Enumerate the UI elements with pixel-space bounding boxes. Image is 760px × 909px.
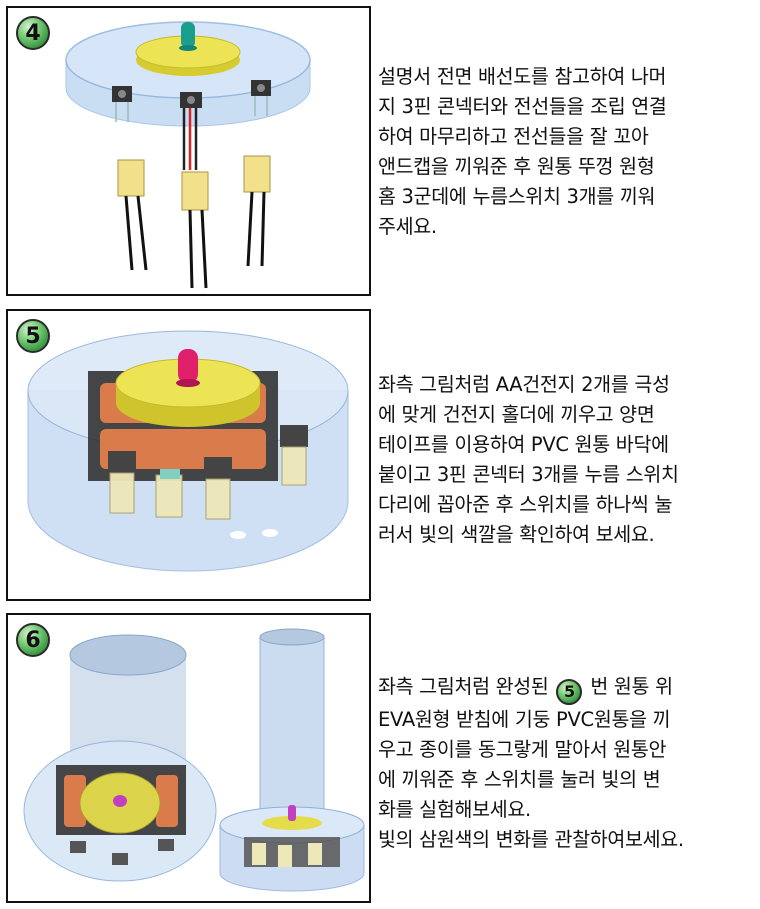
step-6-text-before: 좌측 그림처럼 완성된: [378, 675, 555, 698]
step-6-illustration-panel: 6: [6, 613, 371, 903]
step-6-badge: 6: [16, 623, 50, 657]
step-4-illustration: [65, 21, 311, 289]
step-5-illustration-panel: 5: [6, 309, 371, 601]
step-6-illustration: [23, 628, 365, 892]
step-5-badge: 5: [16, 319, 50, 353]
step-5-illustration: [27, 330, 349, 572]
step-4-description: 설명서 전면 배선도를 참고하여 나머 지 3핀 콘넥터와 전선들을 조립 연결…: [378, 65, 667, 238]
step-6-text-after: 번 원통 위 EVA원형 받침에 기둥 PVC원통을 끼 우고 종이를 동그랗게…: [378, 675, 684, 851]
step-5-reference-badge: 5: [556, 679, 583, 705]
step-5-description: 좌측 그림처럼 AA건전지 2개를 극성 에 맞게 건전지 홀더에 끼우고 양면…: [378, 373, 679, 546]
step-6-description: 좌측 그림처럼 완성된 5 번 원통 위 EVA원형 받침에 기둥 PVC원통을…: [378, 672, 750, 855]
step-4-badge: 4: [16, 16, 50, 50]
step-4-illustration-panel: 4: [6, 6, 371, 296]
